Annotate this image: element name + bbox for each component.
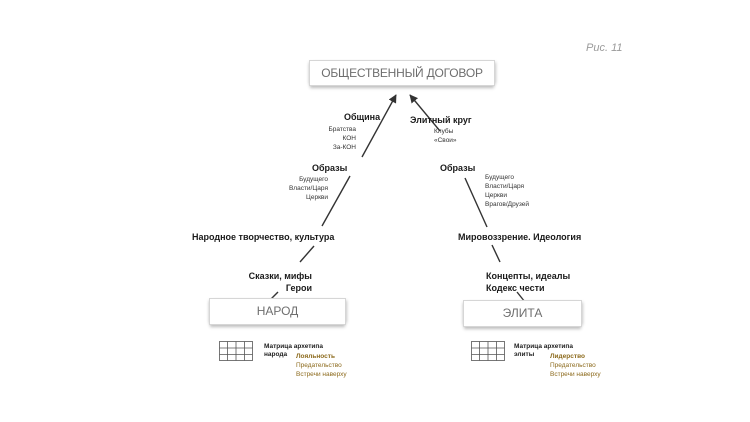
right-legend-item: Предательство <box>550 362 596 369</box>
left-legend-item: Лояльность <box>296 353 335 360</box>
right-level2-title: Мировоззрение. Идеология <box>458 232 582 242</box>
left-matrix-line: народа <box>264 351 288 358</box>
left-level1-line: Герои <box>285 283 312 293</box>
social-contract-box: ОБЩЕСТВЕННЫЙ ДОГОВОР <box>309 60 495 86</box>
elite-box: ЭЛИТА <box>463 300 582 327</box>
right-level1-line: Концепты, идеалы <box>486 271 571 281</box>
left-connector-2 <box>299 245 315 263</box>
right-level4-item: Клубы <box>434 128 454 135</box>
left-legend-item: Предательство <box>296 362 342 369</box>
right-level3-item: Врагов/Друзей <box>485 201 530 208</box>
right-legend-items: Лидерство Предательство Встречи наверху <box>550 352 601 379</box>
left-matrix-line: Матрица архетипа <box>264 343 323 350</box>
right-level3-item: Церкви <box>485 192 507 199</box>
right-legend-item: Встречи наверху <box>550 371 601 378</box>
right-matrix-label: Матрица архетипа элиты <box>514 343 573 359</box>
left-level2-title: Народное творчество, культура <box>192 232 335 242</box>
left-level3-item: Будущего <box>299 176 328 183</box>
left-arrow-line <box>361 94 397 158</box>
right-connector-1 <box>464 177 488 228</box>
left-level4-title: Община <box>344 112 381 122</box>
right-level3-item: Власти/Царя <box>485 183 525 190</box>
left-level1-line: Сказки, мифы <box>248 271 312 281</box>
right-matrix-line: Матрица архетипа <box>514 343 573 350</box>
right-legend-item: Лидерство <box>550 353 585 360</box>
left-level3-title: Образы <box>312 163 348 173</box>
right-arrow-line <box>409 94 441 132</box>
left-level1: Сказки, мифы Герои <box>226 270 312 294</box>
left-level4-items: Братства КОН За-КОН <box>304 125 356 152</box>
right-level4-title: Элитный круг <box>410 115 472 125</box>
left-matrix-grid-icon <box>219 341 253 361</box>
left-connector-1 <box>321 175 351 227</box>
right-connector-2 <box>491 244 501 263</box>
left-level4-item: За-КОН <box>332 144 356 151</box>
people-box: НАРОД <box>209 298 346 325</box>
figure-label: Рис. 11 <box>586 42 623 54</box>
left-level3-item: Церкви <box>306 194 328 201</box>
left-level4-item: Братства <box>328 126 356 133</box>
left-level3-items: Будущего Власти/Царя Церкви <box>272 175 328 202</box>
left-legend-item: Встречи наверху <box>296 371 347 378</box>
right-level3-items: Будущего Власти/Царя Церкви Врагов/Друзе… <box>485 173 529 209</box>
right-matrix-line: элиты <box>514 351 535 358</box>
right-level4-items: Клубы «Свои» <box>434 127 457 145</box>
left-matrix-label: Матрица архетипа народа <box>264 343 323 359</box>
right-level1: Концепты, идеалы Кодекс чести <box>486 270 570 294</box>
left-level3-item: Власти/Царя <box>288 185 328 192</box>
left-level4-item: КОН <box>342 135 356 142</box>
left-legend-items: Лояльность Предательство Встречи наверху <box>296 352 347 379</box>
right-level3-title: Образы <box>440 163 476 173</box>
right-level1-line: Кодекс чести <box>486 283 545 293</box>
right-level3-item: Будущего <box>485 174 514 181</box>
right-matrix-grid-icon <box>471 341 505 361</box>
right-level4-item: «Свои» <box>434 137 457 144</box>
